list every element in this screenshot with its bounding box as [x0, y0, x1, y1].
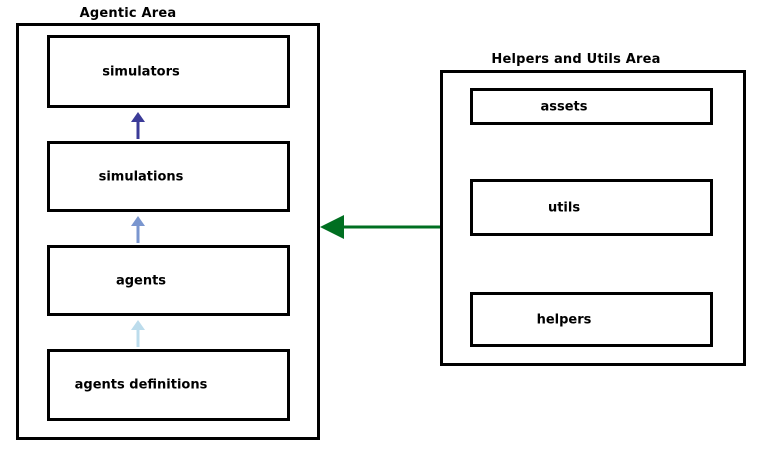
- arrow-shaft: [136, 225, 140, 243]
- arrow-head-up-icon: [131, 112, 145, 122]
- arrow-shaft: [136, 329, 140, 347]
- node-simulators-label: simulators: [102, 64, 180, 79]
- agentic-area-container: simulators simulations agents agents def…: [16, 23, 320, 440]
- agentic-area-title: Agentic Area: [79, 6, 177, 21]
- node-assets[interactable]: assets: [470, 88, 713, 125]
- arrow-head-left-icon: [320, 215, 344, 239]
- node-helpers[interactable]: helpers: [470, 292, 713, 347]
- arrow-helpers-area-to-agentic-area: [320, 215, 440, 239]
- node-agents-definitions[interactable]: agents definitions: [47, 349, 290, 421]
- arrow-agents-definitions-to-agents: [131, 320, 145, 347]
- helpers-utils-area-container: assets utils helpers: [440, 70, 746, 366]
- arrow-shaft: [342, 225, 440, 229]
- node-helpers-label: helpers: [536, 312, 592, 327]
- node-simulations[interactable]: simulations: [47, 141, 290, 212]
- node-agents-label: agents: [115, 273, 167, 288]
- node-agents[interactable]: agents: [47, 245, 290, 316]
- node-simulators[interactable]: simulators: [47, 35, 290, 108]
- arrow-agents-to-simulations: [131, 216, 145, 243]
- arrow-shaft: [136, 121, 140, 139]
- node-utils-label: utils: [547, 200, 581, 215]
- arrow-simulations-to-simulators: [131, 112, 145, 139]
- node-simulations-label: simulations: [98, 169, 184, 184]
- node-assets-label: assets: [540, 99, 588, 114]
- node-agents-definitions-label: agents definitions: [74, 377, 208, 393]
- helpers-utils-area-title: Helpers and Utils Area: [491, 52, 661, 67]
- arrow-head-up-icon: [131, 216, 145, 226]
- node-utils[interactable]: utils: [470, 179, 713, 236]
- arrow-head-up-icon: [131, 320, 145, 330]
